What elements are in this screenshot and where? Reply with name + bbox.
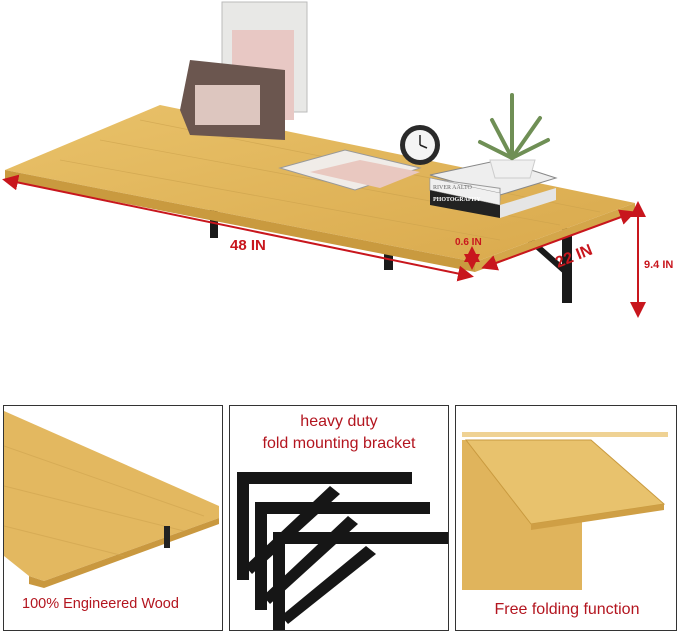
depth-label: 22 IN [553,242,595,272]
bracket-3 [273,532,448,630]
panel-2-caption-line1: heavy duty [300,413,377,430]
height-label: 9.4 IN [644,259,673,271]
thickness-label: 0.6 IN [455,237,482,248]
panel-2-caption-line2: fold mounting bracket [263,435,417,452]
clock [400,125,440,165]
panel-engineered-wood: 100% Engineered Wood [3,405,223,631]
bracket-set [237,472,448,630]
file-organizer [180,1,308,140]
panel-3-caption: Free folding function [495,601,640,618]
main-table-illustration: RIVER AALTO PHOTOGRAPHY 48 IN 0.6 IN 22 … [2,1,673,318]
book-title-bottom: PHOTOGRAPHY [433,197,481,203]
book-title-top: RIVER AALTO [433,185,473,191]
length-label: 48 IN [230,237,266,254]
panel-bracket: heavy duty fold mounting bracket [229,405,449,631]
length-arrow [2,174,474,282]
panel-1-caption: 100% Engineered Wood [22,596,179,612]
panel-folding: Free folding function [455,405,677,631]
potted-plant [478,93,550,179]
depth-arrow [481,209,636,271]
